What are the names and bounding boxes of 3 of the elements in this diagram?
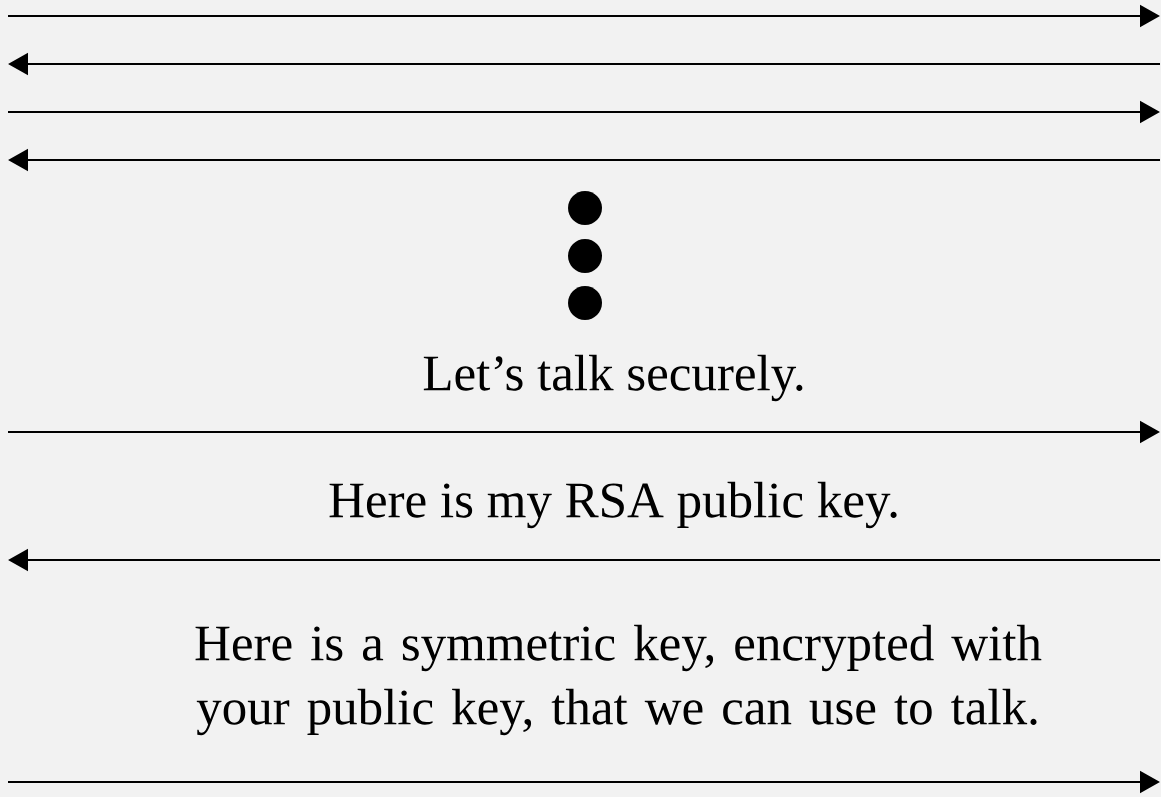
message-text: Here is a symmetric key, encrypted with your public key, that we can use to talk. (195, 624, 1042, 736)
message-text: Here is my RSA public key. (329, 481, 897, 529)
message-text: Let’s talk securely. (423, 354, 803, 402)
